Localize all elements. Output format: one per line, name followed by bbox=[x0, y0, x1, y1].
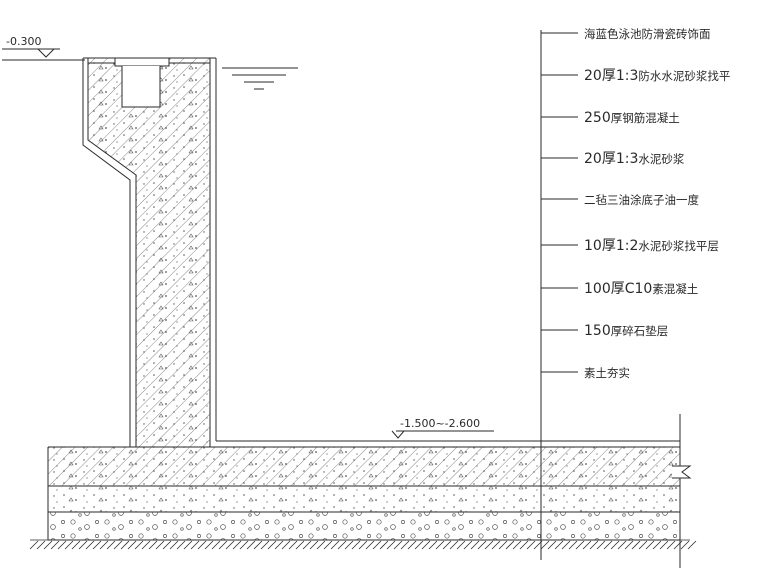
layer-label-rest: 二毡三油涂底子油一度 bbox=[584, 193, 699, 207]
layer-label-rest: 素混凝土 bbox=[652, 282, 698, 296]
layer-label: 150厚碎石垫层 bbox=[584, 323, 668, 339]
top-elevation-text: -0.300 bbox=[6, 35, 41, 48]
layer-label-lead: 100厚C10 bbox=[584, 281, 652, 297]
pool-wall bbox=[82, 57, 217, 447]
break-line bbox=[672, 414, 692, 568]
bottom-elevation-marker: -1.500~-2.600 bbox=[391, 417, 494, 439]
gravel-layer bbox=[48, 512, 680, 541]
top-elevation-marker: -0.300 bbox=[2, 35, 85, 61]
plain-concrete-layer bbox=[48, 485, 680, 513]
compacted-earth bbox=[29, 539, 697, 550]
layer-label-lead: 20厚1:3 bbox=[584, 151, 638, 167]
layer-labels: 海蓝色泳池防滑瓷砖饰面20厚1:3防水水泥砂浆找平250厚钢筋混凝土20厚1:3… bbox=[541, 27, 730, 380]
layer-label: 20厚1:3防水水泥砂浆找平 bbox=[584, 68, 730, 84]
layer-label-rest: 厚钢筋混凝土 bbox=[611, 111, 680, 125]
layer-label: 100厚C10素混凝土 bbox=[584, 281, 698, 297]
water-level-marker bbox=[222, 67, 298, 90]
layer-label-rest: 防水水泥砂浆找平 bbox=[638, 69, 730, 83]
layer-label: 20厚1:3水泥砂浆 bbox=[584, 151, 685, 167]
layer-label: 10厚1:2水泥砂浆找平层 bbox=[584, 238, 719, 254]
layer-label-rest: 厚碎石垫层 bbox=[611, 324, 669, 338]
layer-label-rest: 水泥砂浆 bbox=[638, 152, 684, 166]
layer-label-rest: 海蓝色泳池防滑瓷砖饰面 bbox=[584, 27, 711, 41]
layer-label: 素土夯实 bbox=[584, 366, 630, 380]
layer-label-rest: 素土夯实 bbox=[584, 366, 630, 380]
layer-label-lead: 250 bbox=[584, 110, 611, 126]
overflow-gutter bbox=[114, 57, 170, 108]
bottom-elevation-text: -1.500~-2.600 bbox=[400, 417, 480, 430]
layer-label-lead: 20厚1:3 bbox=[584, 68, 638, 84]
layer-label-lead: 150 bbox=[584, 323, 611, 339]
layer-label-lead: 10厚1:2 bbox=[584, 238, 638, 254]
layer-label: 二毡三油涂底子油一度 bbox=[584, 193, 699, 207]
layer-label-rest: 水泥砂浆找平层 bbox=[638, 239, 719, 253]
layer-label: 250厚钢筋混凝土 bbox=[584, 110, 680, 126]
layer-label: 海蓝色泳池防滑瓷砖饰面 bbox=[584, 27, 711, 41]
